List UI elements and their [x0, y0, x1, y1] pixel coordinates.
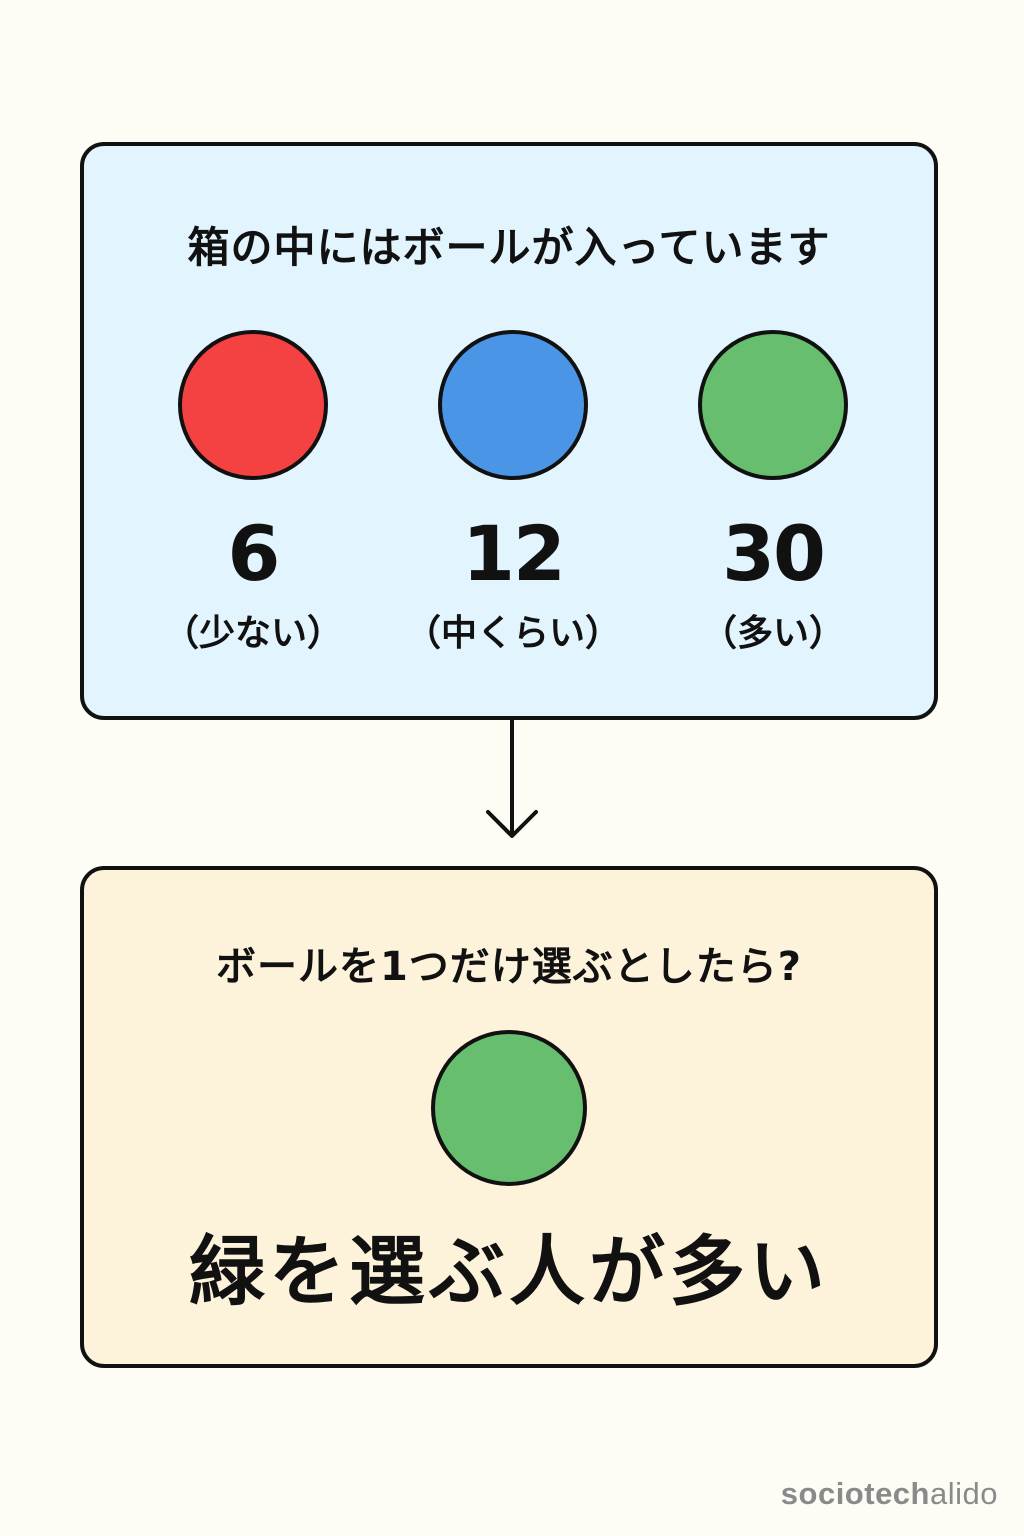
- watermark-light-part: alido: [930, 1476, 998, 1511]
- answer-panel: ボールを1つだけ選ぶとしたら? 緑を選ぶ人が多い: [80, 866, 938, 1368]
- green-ball-label: （多い）: [700, 613, 845, 654]
- ball-box-panel: 箱の中にはボールが入っています 6 （少ない） 12 （中くらい） 30 （多い…: [80, 142, 938, 720]
- red-ball-column: 6 （少ない）: [143, 330, 363, 656]
- blue-ball: [438, 330, 588, 480]
- blue-ball-column: 12 （中くらい）: [403, 330, 623, 656]
- box-heading: 箱の中にはボールが入っています: [187, 223, 831, 272]
- red-ball-count: 6: [227, 509, 281, 598]
- answer-text: 緑を選ぶ人が多い: [189, 1227, 829, 1316]
- green-ball-column: 30 （多い）: [663, 330, 883, 656]
- blue-ball-label: （中くらい）: [404, 613, 621, 654]
- ball-columns: 6 （少ない） 12 （中くらい） 30 （多い）: [84, 330, 934, 670]
- blue-ball-count: 12: [462, 509, 566, 598]
- red-ball-label: （少ない）: [162, 613, 343, 654]
- watermark-logo: sociotechalido: [781, 1476, 998, 1512]
- green-ball: [698, 330, 848, 480]
- down-arrow-icon: [486, 720, 538, 838]
- watermark-bold-part: sociotech: [780, 1476, 930, 1511]
- answer-green-ball: [431, 1030, 587, 1186]
- red-ball: [178, 330, 328, 480]
- question-heading: ボールを1つだけ選ぶとしたら?: [215, 944, 803, 990]
- green-ball-count: 30: [722, 509, 826, 598]
